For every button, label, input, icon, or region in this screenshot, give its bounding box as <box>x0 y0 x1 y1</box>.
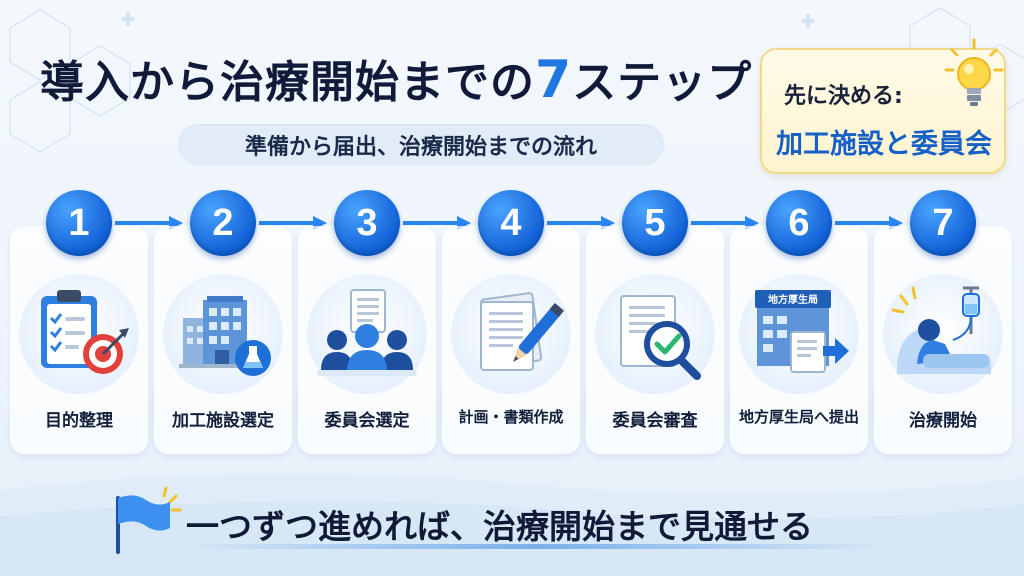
step-card-5: 委員会審査 <box>586 226 724 454</box>
step-card-1: 目的整理 <box>10 226 148 454</box>
step-number-3: 3 <box>334 190 400 256</box>
step-label-2: 加工施設選定 <box>172 411 274 431</box>
step-label-1: 目的整理 <box>45 411 113 431</box>
step-label-7: 治療開始 <box>909 411 977 431</box>
step-card-7: 治療開始 <box>874 226 1012 454</box>
building-flask-icon <box>179 296 271 376</box>
decide-first-callout: 先に決める: 加工施設と委員会 <box>760 38 1006 174</box>
patient-iv-drip-icon <box>891 286 991 374</box>
step-label-4: 計画・書類作成 <box>458 408 564 426</box>
step-number-5: 5 <box>622 190 688 256</box>
documents-pen-icon <box>479 292 565 371</box>
footer-underline <box>186 544 886 549</box>
lightbulb-icon <box>944 38 1004 106</box>
step-number-2: 2 <box>190 190 256 256</box>
step-card-3: 委員会選定 <box>298 226 436 454</box>
callout-lead: 先に決める: <box>784 84 903 109</box>
footer-message: 一つずつ進めれば、治療開始まで見通せる <box>186 507 813 546</box>
step-number-6: 6 <box>766 190 832 256</box>
step-label-6: 地方厚生局へ提出 <box>738 408 859 426</box>
subtitle-pill: 準備から届出、治療開始までの流れ <box>178 124 664 166</box>
background-wave <box>0 473 1024 576</box>
flag-icon <box>116 486 182 554</box>
step-label-3: 委員会選定 <box>324 411 410 431</box>
step-number-7: 7 <box>910 190 976 256</box>
document-magnifier-check-icon <box>620 295 701 380</box>
step-number-1: 1 <box>46 190 112 256</box>
page-title: 導入から治療開始までの7ステップ <box>40 50 753 110</box>
bureau-sign-text: 地方厚生局 <box>768 293 818 306</box>
step-card-6: 地方厚生局 地方厚生局へ提出 <box>730 226 868 454</box>
step-card-2: 加工施設選定 <box>154 226 292 454</box>
regional-bureau-submit-icon: 地方厚生局 <box>755 290 849 373</box>
title-step-count: 7 <box>535 50 573 110</box>
clipboard-target-icon <box>41 290 129 374</box>
step-number-4: 4 <box>478 190 544 256</box>
step-card-4: 計画・書類作成 <box>442 226 580 454</box>
committee-people-icon <box>317 289 417 376</box>
step-label-5: 委員会審査 <box>612 411 698 431</box>
callout-main: 加工施設と委員会 <box>776 129 992 160</box>
steps-flow: 目的整理 1 加工施設選定 <box>0 190 1024 470</box>
